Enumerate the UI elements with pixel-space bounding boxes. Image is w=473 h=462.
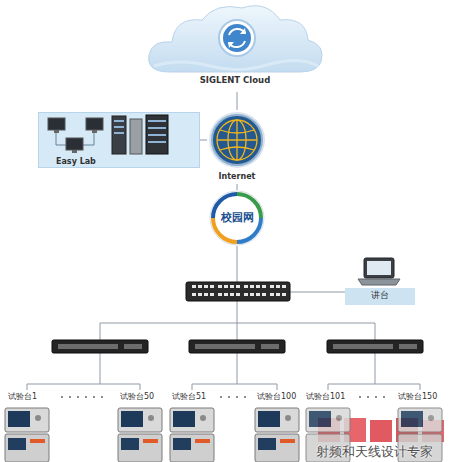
link-line bbox=[237, 184, 238, 190]
node-label: 校园网 bbox=[209, 211, 265, 223]
wires bbox=[27, 246, 420, 390]
bench-label: 试验台101 bbox=[306, 392, 345, 401]
bench-label: 试验台1 bbox=[8, 392, 37, 401]
network-link bbox=[237, 92, 238, 110]
bench-label: 试验台50 bbox=[120, 392, 154, 401]
cloud-node: SIGLENT Cloud bbox=[140, 0, 330, 92]
node-label: 讲台 bbox=[345, 290, 415, 300]
ellipsis-dots bbox=[61, 396, 385, 398]
network-link bbox=[237, 184, 238, 190]
bench-label: 试验台150 bbox=[398, 392, 437, 401]
lab-box: Easy Lab bbox=[38, 112, 200, 168]
podium-box: 讲台 bbox=[345, 288, 415, 305]
link-line bbox=[237, 92, 238, 110]
watermark-text: 射频和天线设计专家 bbox=[316, 445, 433, 459]
network-link bbox=[200, 140, 207, 141]
cloud-sync-icon bbox=[219, 20, 255, 56]
bench-label: 试验台51 bbox=[172, 392, 206, 401]
node-label: SIGLENT Cloud bbox=[140, 76, 330, 86]
link-line bbox=[200, 140, 207, 141]
patch-panel bbox=[186, 282, 290, 301]
network-switches bbox=[52, 340, 423, 353]
globe-grid bbox=[217, 120, 257, 160]
bench-instruments bbox=[5, 408, 442, 462]
campus-network-circle: 校园网 bbox=[209, 190, 265, 246]
internet-globe: Internet bbox=[207, 110, 267, 184]
bench-label: 试验台100 bbox=[257, 392, 296, 401]
lab-computers bbox=[48, 115, 168, 154]
laptop-icon bbox=[358, 258, 400, 285]
node-label: Easy Lab bbox=[56, 157, 96, 166]
node-label: Internet bbox=[207, 172, 267, 181]
